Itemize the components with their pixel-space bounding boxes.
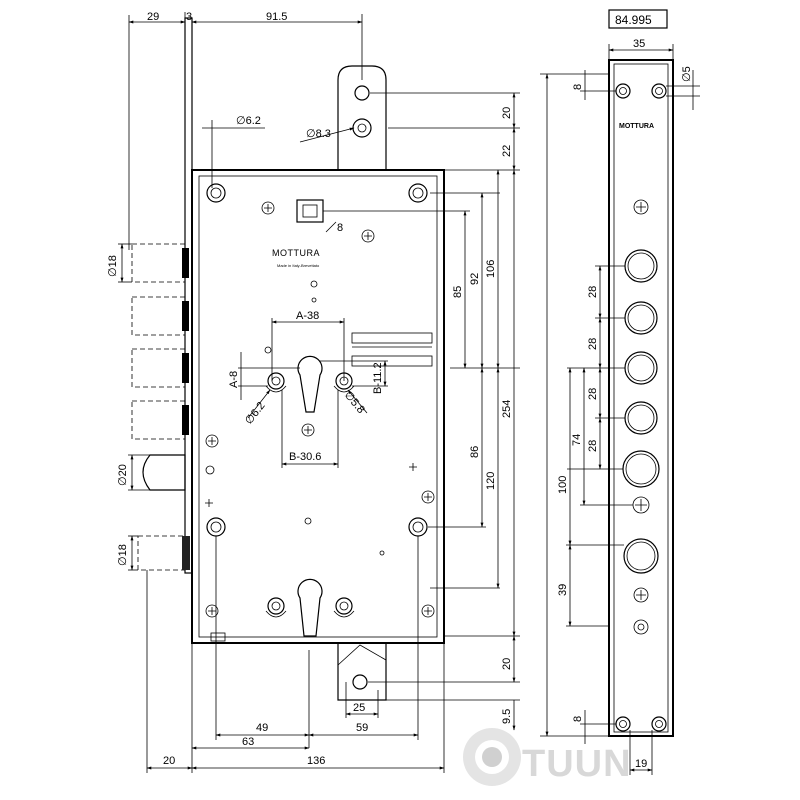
bottom-tab [337, 643, 387, 701]
cylinder-cutout-upper [265, 355, 355, 413]
mounting-hole [408, 517, 428, 537]
watermark: TUUN [463, 728, 632, 786]
fp-dim-35: 35 [633, 38, 645, 50]
dim-63: 63 [242, 736, 254, 748]
product-code-box [608, 9, 668, 29]
dim-dia-20: ∅20 [117, 464, 129, 486]
screw-icon [205, 201, 435, 618]
fp-dim-39: 39 [557, 584, 569, 596]
dim-22: 22 [501, 145, 513, 157]
top-tab [337, 65, 387, 170]
dim-b-30-6: B-30.6 [289, 451, 321, 463]
faceplate-bolt-hole [624, 351, 658, 385]
dim-a-38: A-38 [296, 310, 319, 322]
faceplate-body [608, 59, 674, 737]
dim-dia-5-8: ∅5.8 [342, 389, 367, 416]
dim-20-bottom-left: 20 [163, 755, 175, 767]
faceplate-brand: MOTTURA [619, 123, 654, 130]
faceplate: 84.995 MOTTURA 35 ∅5 [540, 9, 700, 775]
dim-85: 85 [452, 286, 464, 298]
dim-106: 106 [485, 260, 497, 278]
fp-dim-8-bottom: 8 [572, 716, 584, 722]
fp-dim-28-c: 28 [587, 388, 599, 400]
cylinder-cutout-lower [265, 578, 355, 637]
dim-square-8: 8 [337, 222, 343, 234]
fp-dim-8-top: 8 [572, 84, 584, 90]
lock-case [191, 169, 445, 644]
dim-59: 59 [356, 722, 368, 734]
lock-body: MOTTURA Made in Italy-Brevettato [131, 17, 445, 701]
dim-20-top-right: 20 [501, 107, 513, 119]
watermark-text: TUUN [522, 743, 632, 785]
latch-bolt [142, 454, 186, 491]
mounting-hole [206, 517, 226, 537]
dim-b-11-2: B-11.2 [372, 362, 384, 394]
dim-a-8: A-8 [228, 371, 240, 388]
bolt [131, 243, 189, 283]
dim-3: 3 [186, 11, 192, 23]
dim-254: 254 [501, 400, 513, 418]
bolt [131, 348, 189, 388]
dim-dia-8-3: ∅8.3 [306, 128, 331, 140]
bolt [131, 296, 189, 336]
fp-dim-19: 19 [635, 758, 647, 770]
dim-dia-18-top: ∅18 [107, 255, 119, 277]
product-code: 84.995 [615, 13, 652, 27]
fp-dim-74: 74 [571, 434, 583, 446]
dim-20-bottom-right: 20 [501, 658, 513, 670]
dim-49: 49 [256, 722, 268, 734]
forend-strip [184, 17, 193, 574]
faceplate-latch-hole [622, 450, 660, 488]
brand-name: MOTTURA [272, 248, 320, 258]
faceplate-bolt-hole [624, 301, 658, 335]
faceplate-bolt-hole [623, 538, 659, 574]
dim-dia-6-2-top: ∅6.2 [236, 115, 261, 127]
dim-136: 136 [307, 755, 325, 767]
dimension-lines: 29 3 91.5 ∅6.2 ∅8.3 20 22 8 85 92 106 25… [107, 11, 520, 773]
spindle-hole [296, 199, 324, 223]
mounting-hole [408, 183, 428, 203]
fp-dim-100: 100 [557, 476, 569, 494]
bolt [131, 400, 189, 440]
dim-dia-18-bottom: ∅18 [117, 544, 129, 566]
dim-dia-6-2-cylinder: ∅6.2 [243, 400, 268, 427]
dim-25: 25 [353, 702, 365, 714]
dim-91-5: 91.5 [266, 11, 287, 23]
lock-case-inner [198, 175, 438, 638]
fp-dim-28-b: 28 [587, 338, 599, 350]
dim-29: 29 [147, 11, 159, 23]
dim-92: 92 [469, 273, 481, 285]
faceplate-bolt-hole [624, 249, 658, 283]
brand-tagline: Made in Italy-Brevettato [277, 263, 320, 268]
fp-dim-28-a: 28 [587, 286, 599, 298]
dim-86: 86 [469, 446, 481, 458]
fp-dim-dia-5: ∅5 [681, 66, 693, 82]
mounting-hole [206, 183, 226, 203]
deadbolt-lower [137, 535, 190, 571]
dim-120: 120 [485, 472, 497, 490]
faceplate-bolt-hole [624, 401, 658, 435]
fp-dim-28-d: 28 [587, 440, 599, 452]
dim-9-5: 9.5 [501, 709, 513, 724]
